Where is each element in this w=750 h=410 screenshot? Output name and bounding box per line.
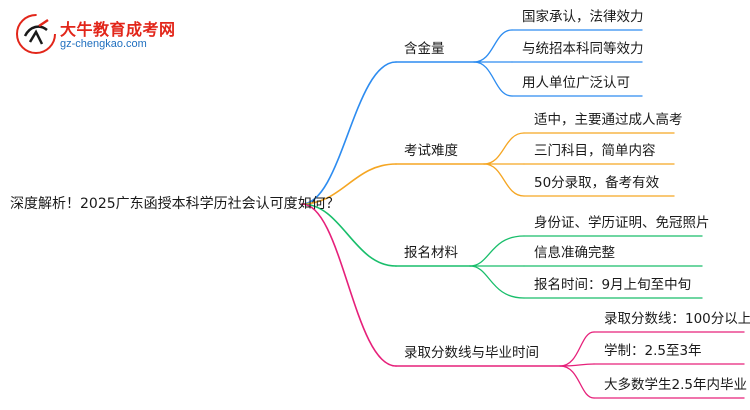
branch-connector <box>301 203 397 367</box>
leaf-connector <box>559 331 595 367</box>
leaf-connector <box>473 61 513 97</box>
leaf-connector <box>483 132 525 165</box>
logo-title: 大牛教育成考网 <box>60 20 176 39</box>
leaf-label: 大多数学生2.5年内毕业 <box>604 377 747 393</box>
leaf-label: 报名时间：9月上旬至中旬 <box>534 277 692 293</box>
leaf-label: 50分录取，备考有效 <box>534 175 660 191</box>
branch-connector <box>301 61 397 205</box>
logo: 大牛教育成考网 gz-chengkao.com <box>14 12 176 56</box>
branch-label: 录取分数线与毕业时间 <box>404 345 539 361</box>
logo-mark-icon <box>16 14 56 54</box>
branch-label: 考试难度 <box>404 143 458 159</box>
leaf-connector <box>559 365 595 399</box>
leaf-label: 信息准确完整 <box>534 245 615 261</box>
leaf-label: 身份证、学历证明、免冠照片 <box>534 215 710 231</box>
leaf-label: 与统招本科同等效力 <box>522 41 644 57</box>
leaf-label: 录取分数线：100分以上 <box>604 311 750 327</box>
leaf-label: 国家承认，法律效力 <box>522 9 644 25</box>
branch-connector <box>301 163 397 205</box>
logo-url: gz-chengkao.com <box>60 38 147 50</box>
leaf-label: 用人单位广泛认可 <box>522 75 630 91</box>
leaf-label: 适中，主要通过成人高考 <box>534 112 683 128</box>
leaf-connector <box>483 163 525 197</box>
leaf-label: 学制：2.5至3年 <box>604 343 702 359</box>
leaf-connector <box>473 29 513 63</box>
branch-label: 报名材料 <box>404 245 458 261</box>
leaf-connector <box>469 265 525 299</box>
branch-label: 含金量 <box>404 41 445 57</box>
leaf-label: 三门科目，简单内容 <box>534 143 656 159</box>
root-node: 深度解析！2025广东函授本科学历社会认可度如何？ <box>10 196 340 212</box>
leaf-connector <box>469 235 525 267</box>
branch-connector <box>301 203 397 267</box>
